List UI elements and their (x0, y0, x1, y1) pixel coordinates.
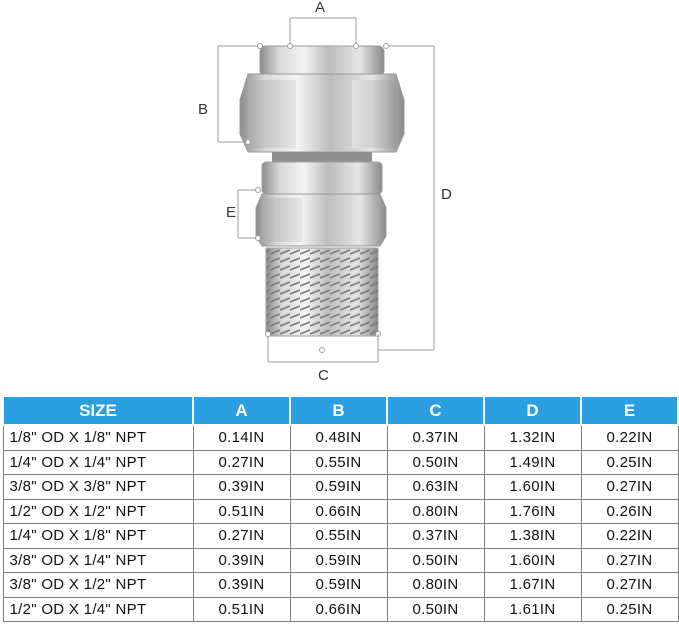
cell-c: 0.50IN (386, 449, 485, 475)
cell-e: 0.26IN (580, 498, 679, 524)
cell-b: 0.59IN (289, 572, 388, 598)
cell-c: 0.80IN (386, 572, 485, 598)
table-row: 1/4" OD X 1/8" NPT 0.27IN 0.55IN 0.37IN … (2, 523, 679, 549)
dimension-e-label: E (226, 204, 237, 221)
cell-e: 0.27IN (580, 547, 679, 573)
cell-b: 0.66IN (289, 498, 388, 524)
table-row: 3/8" OD X 3/8" NPT 0.39IN 0.59IN 0.63IN … (2, 474, 679, 500)
header-d: D (483, 395, 582, 426)
cell-e: 0.22IN (580, 523, 679, 549)
cell-e: 0.25IN (580, 449, 679, 475)
cell-a: 0.51IN (192, 498, 291, 524)
cell-a: 0.39IN (192, 547, 291, 573)
cell-size: 1/2" OD X 1/4" NPT (2, 596, 194, 622)
dimension-a-callout (287, 17, 359, 49)
cell-a: 0.14IN (192, 424, 291, 451)
cell-size: 3/8" OD X 1/2" NPT (2, 572, 194, 598)
cell-c: 0.50IN (386, 547, 485, 573)
cell-b: 0.66IN (289, 596, 388, 622)
table-header-row: SIZE A B C D E (2, 395, 679, 426)
table-row: 3/8" OD X 1/2" NPT 0.39IN 0.59IN 0.80IN … (2, 572, 679, 598)
cell-d: 1.32IN (483, 424, 582, 451)
cell-a: 0.39IN (192, 474, 291, 500)
cell-b: 0.55IN (289, 449, 388, 475)
dimension-d-label: D (441, 186, 452, 203)
cell-b: 0.59IN (289, 474, 388, 500)
cell-c: 0.50IN (386, 596, 485, 622)
cell-d: 1.61IN (483, 596, 582, 622)
cell-a: 0.51IN (192, 596, 291, 622)
cell-e: 0.27IN (580, 474, 679, 500)
dimension-c-callout (265, 331, 379, 363)
cell-b: 0.59IN (289, 547, 388, 573)
cell-size: 3/8" OD X 1/4" NPT (2, 547, 194, 573)
header-c: C (386, 395, 485, 426)
cell-size: 3/8" OD X 3/8" NPT (2, 474, 194, 500)
cell-c: 0.80IN (386, 498, 485, 524)
cell-size: 1/4" OD X 1/8" NPT (2, 523, 194, 549)
fitting-illustration (217, 17, 435, 363)
cell-c: 0.37IN (386, 523, 485, 549)
cell-b: 0.48IN (289, 424, 388, 451)
table-row: 1/2" OD X 1/4" NPT 0.51IN 0.66IN 0.50IN … (2, 596, 679, 622)
header-a: A (192, 395, 291, 426)
cell-size: 1/8" OD X 1/8" NPT (2, 424, 194, 451)
table-row: 1/2" OD X 1/2" NPT 0.51IN 0.66IN 0.80IN … (2, 498, 679, 524)
cell-e: 0.27IN (580, 572, 679, 598)
dimension-e-callout (237, 187, 261, 241)
dimension-a-label: A (315, 0, 326, 16)
cell-b: 0.55IN (289, 523, 388, 549)
cell-d: 1.38IN (483, 523, 582, 549)
dimension-b-label: B (198, 101, 209, 118)
cell-d: 1.60IN (483, 547, 582, 573)
cell-a: 0.27IN (192, 523, 291, 549)
cell-c: 0.37IN (386, 424, 485, 451)
header-e: E (580, 395, 679, 426)
cell-a: 0.39IN (192, 572, 291, 598)
cell-size: 1/4" OD X 1/4" NPT (2, 449, 194, 475)
cell-size: 1/2" OD X 1/2" NPT (2, 498, 194, 524)
header-size: SIZE (2, 395, 194, 426)
body-neck (272, 152, 372, 162)
cell-c: 0.63IN (386, 474, 485, 500)
cell-d: 1.60IN (483, 474, 582, 500)
dimension-b-callout (217, 43, 263, 145)
nut-top-collar (259, 45, 385, 77)
table-row: 1/8" OD X 1/8" NPT 0.14IN 0.48IN 0.37IN … (2, 424, 679, 451)
cell-e: 0.22IN (580, 424, 679, 451)
cell-e: 0.25IN (580, 596, 679, 622)
cell-d: 1.49IN (483, 449, 582, 475)
cell-d: 1.76IN (483, 498, 582, 524)
dimension-c-label: C (318, 367, 329, 384)
size-spec-table: SIZE A B C D E 1/8" OD X 1/8" NPT 0.14IN… (2, 395, 679, 622)
header-b: B (289, 395, 388, 426)
table-row: 3/8" OD X 1/4" NPT 0.39IN 0.59IN 0.50IN … (2, 547, 679, 573)
cell-d: 1.67IN (483, 572, 582, 598)
table-row: 1/4" OD X 1/4" NPT 0.27IN 0.55IN 0.50IN … (2, 449, 679, 475)
cell-a: 0.27IN (192, 449, 291, 475)
